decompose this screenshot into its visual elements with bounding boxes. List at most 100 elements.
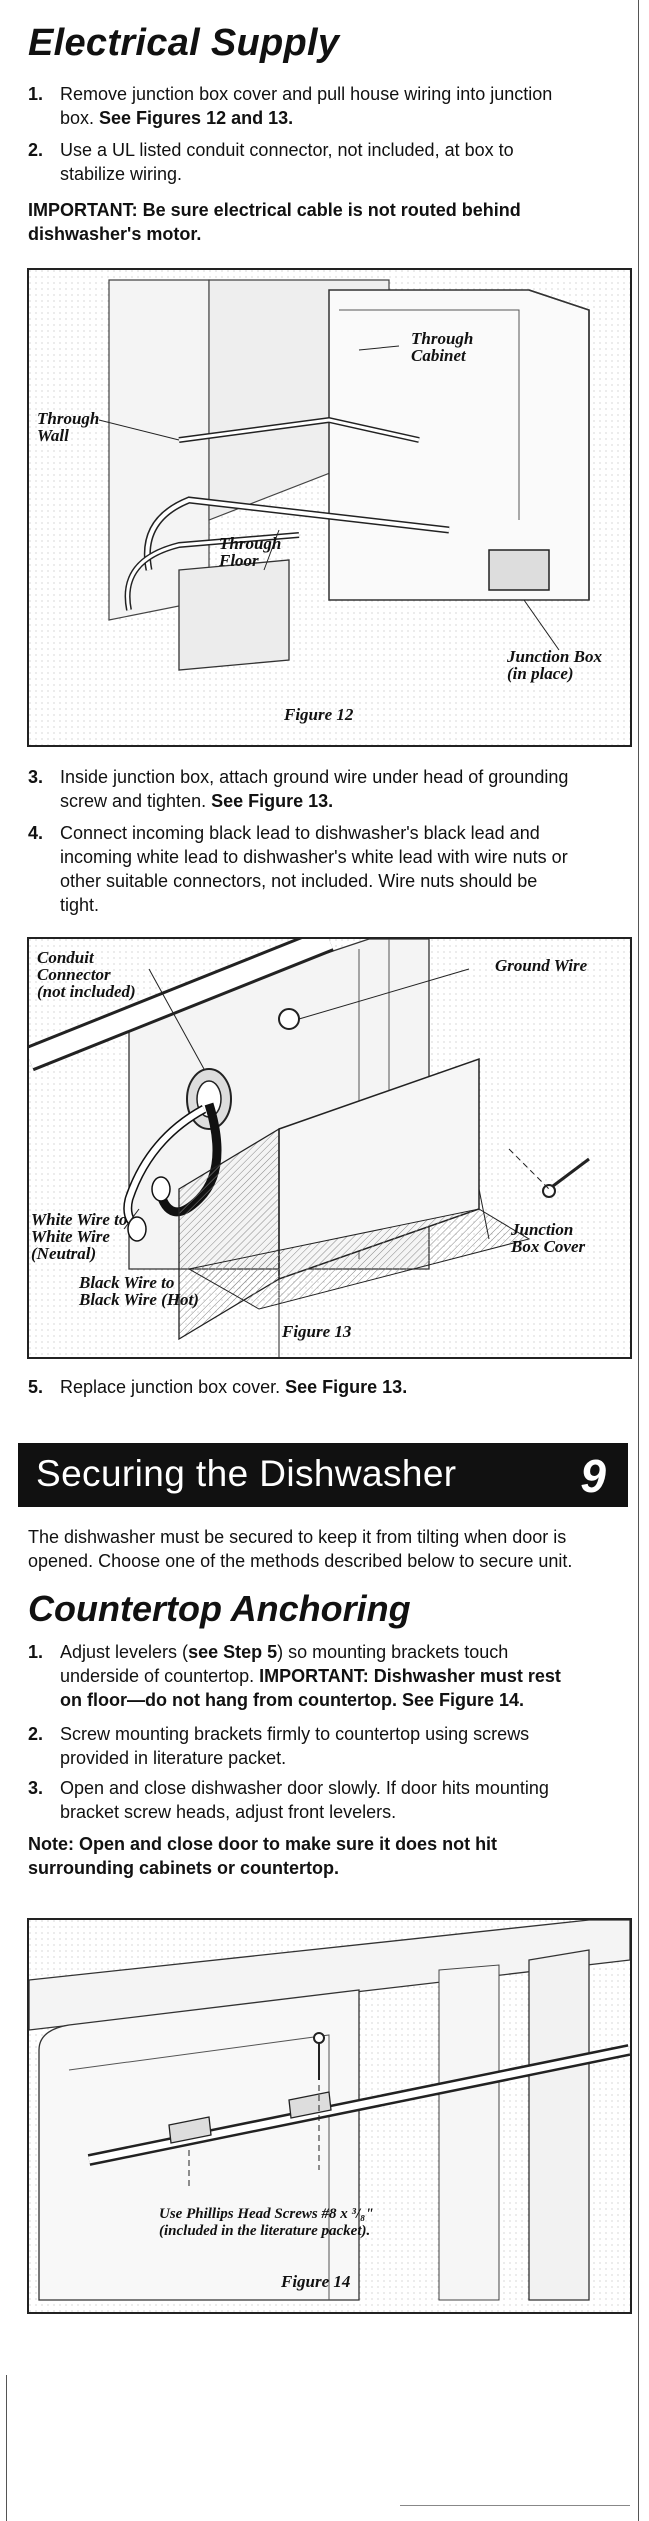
countertop-step-3: 3. Open and close dishwasher door slowly… [28, 1776, 633, 1824]
paragraph-line: opened. Choose one of the methods descri… [28, 1551, 573, 1571]
step-text: other suitable connectors, not included.… [60, 871, 538, 891]
callout-text: Connector [37, 965, 111, 984]
step-text-part: box. [60, 108, 100, 128]
callout-text: Through [411, 329, 474, 348]
step-text-part: Adjust levelers ( [60, 1642, 189, 1662]
step-text: Inside junction box, attach ground wire … [60, 767, 569, 787]
step-text: stabilize wiring. [60, 164, 183, 184]
step-text: Screw mounting brackets firmly to counte… [60, 1724, 530, 1744]
securing-intro: The dishwasher must be secured to keep i… [28, 1525, 628, 1573]
paragraph-line: The dishwasher must be secured to keep i… [28, 1527, 567, 1547]
important-note: IMPORTANT: Be sure electrical cable is n… [28, 198, 521, 246]
callout-text: Junction Box [507, 647, 602, 666]
callout-text: Wall [37, 426, 69, 445]
step-number: 1. [28, 84, 44, 104]
step-text-part: underside of countertop. [60, 1666, 260, 1686]
countertop-step-2: 2. Screw mounting brackets firmly to cou… [28, 1722, 633, 1770]
electrical-step-4: 4. Connect incoming black lead to dishwa… [28, 821, 633, 917]
step-number: 3. [28, 1778, 44, 1798]
step-text: screw and tighten. See Figure 13. [60, 789, 333, 813]
callout-text: (in place) [507, 664, 574, 683]
callout-text: Through [37, 409, 100, 428]
figure-13: Conduit Connector (not included) Ground … [27, 937, 632, 1359]
step-text: tight. [60, 895, 100, 915]
countertop-anchoring-heading: Countertop Anchoring [28, 1588, 411, 1629]
step-text: Remove junction box cover and pull house… [60, 84, 553, 104]
callout-text: Cabinet [411, 346, 466, 365]
figure-reference: See Figure 13. [285, 1377, 408, 1397]
important-line: dishwasher's motor. [28, 224, 202, 244]
callout-text: Through [219, 534, 282, 553]
step-text: provided in literature packet. [60, 1748, 287, 1768]
electrical-step-2: 2. Use a UL listed conduit connector, no… [28, 138, 628, 186]
callout-junction-box: Junction Box (in place) [507, 648, 602, 682]
step-text: Adjust levelers (see Step 5) so mounting… [60, 1640, 508, 1664]
banner-section-number: 9 [580, 1450, 606, 1502]
step-text-part: Replace junction box cover. [60, 1377, 286, 1397]
banner-title: Securing the Dishwasher [36, 1453, 457, 1494]
callout-text: Floor [219, 551, 259, 570]
callout-text: (Neutral) [31, 1244, 97, 1263]
step-number: 1. [28, 1642, 44, 1662]
step-text: Connect incoming black lead to dishwashe… [60, 823, 540, 843]
figure-12-caption: Figure 12 [284, 705, 354, 724]
callout-through-wall: Through Wall [37, 410, 99, 444]
figure-14: Use Phillips Head Screws #8 x ³/₈" (incl… [27, 1918, 632, 2314]
callout-text: Black Wire to [79, 1273, 175, 1292]
step-number: 3. [28, 767, 44, 787]
note: Note: Open and close door to make sure i… [28, 1832, 497, 1880]
callout-junction-box-cover: Junction Box Cover [511, 1221, 585, 1255]
callout-text: Junction [511, 1220, 574, 1239]
callout-through-cabinet: Through Cabinet [411, 330, 473, 364]
electrical-step-5: 5. Replace junction box cover. See Figur… [28, 1375, 628, 1399]
figure-12: Through Cabinet Through Wall Through Flo… [27, 268, 632, 747]
figure-13-illustration [29, 939, 630, 1357]
callout-text: Black Wire (Hot) [79, 1290, 199, 1309]
figure-13-caption: Figure 13 [282, 1322, 352, 1341]
countertop-step-1: 1. Adjust levelers (see Step 5) so mount… [28, 1640, 633, 1712]
step-text: bracket screw heads, adjust front levele… [60, 1802, 397, 1822]
callout-conduit-connector: Conduit Connector (not included) [37, 949, 136, 1000]
step-number: 2. [28, 140, 44, 160]
step-text-part: ) so mounting brackets touch [277, 1642, 509, 1662]
step-reference: see Step 5 [188, 1642, 278, 1662]
note-line: Note: Open and close door to make sure i… [28, 1834, 498, 1854]
step-text: Replace junction box cover. See Figure 1… [60, 1375, 407, 1399]
section-banner: Securing the Dishwasher 9 [18, 1443, 628, 1507]
callout-white-wire: White Wire to White Wire (Neutral) [31, 1211, 127, 1262]
callout-screws: Use Phillips Head Screws #8 x ³/₈" (incl… [159, 2206, 374, 2240]
step-text: Use a UL listed conduit connector, not i… [60, 140, 514, 160]
callout-text: Use Phillips Head Screws #8 x ³/₈" [159, 2206, 374, 2222]
step-number: 2. [28, 1724, 44, 1744]
step-text: underside of countertop. IMPORTANT: Dish… [60, 1664, 561, 1688]
figure-12-illustration [29, 270, 630, 745]
step-text: on floor—do not hang from countertop. Se… [60, 1690, 525, 1710]
step-number: 4. [28, 823, 44, 843]
page-right-rule [638, 0, 639, 2521]
callout-black-wire: Black Wire to Black Wire (Hot) [79, 1274, 199, 1308]
page-left-rule [6, 2375, 7, 2521]
callout-text: (included in the literature packet). [159, 2223, 371, 2239]
step-text: incoming white lead to dishwasher's whit… [60, 847, 568, 867]
step-number: 5. [28, 1377, 44, 1397]
figure-14-illustration [29, 1920, 630, 2312]
electrical-supply-heading: Electrical Supply [28, 22, 340, 64]
step-text: Open and close dishwasher door slowly. I… [60, 1778, 549, 1798]
electrical-step-1: 1. Remove junction box cover and pull ho… [28, 82, 628, 130]
callout-text: Box Cover [511, 1237, 586, 1256]
important-line: IMPORTANT: Be sure electrical cable is n… [28, 200, 521, 220]
figure-reference: See Figure 13. [211, 791, 334, 811]
callout-through-floor: Through Floor [219, 535, 281, 569]
footer-rule [400, 2505, 630, 2506]
note-line: surrounding cabinets or countertop. [28, 1858, 340, 1878]
figure-14-caption: Figure 14 [281, 2272, 351, 2291]
callout-text: White Wire to [31, 1210, 128, 1229]
callout-text: Conduit [37, 948, 94, 967]
step-text-part: screw and tighten. [60, 791, 212, 811]
callout-ground-wire: Ground Wire [495, 956, 588, 975]
callout-text: White Wire [31, 1227, 110, 1246]
figure-reference: See Figures 12 and 13. [99, 108, 294, 128]
electrical-step-3: 3. Inside junction box, attach ground wi… [28, 765, 633, 813]
callout-text: (not included) [37, 982, 136, 1001]
